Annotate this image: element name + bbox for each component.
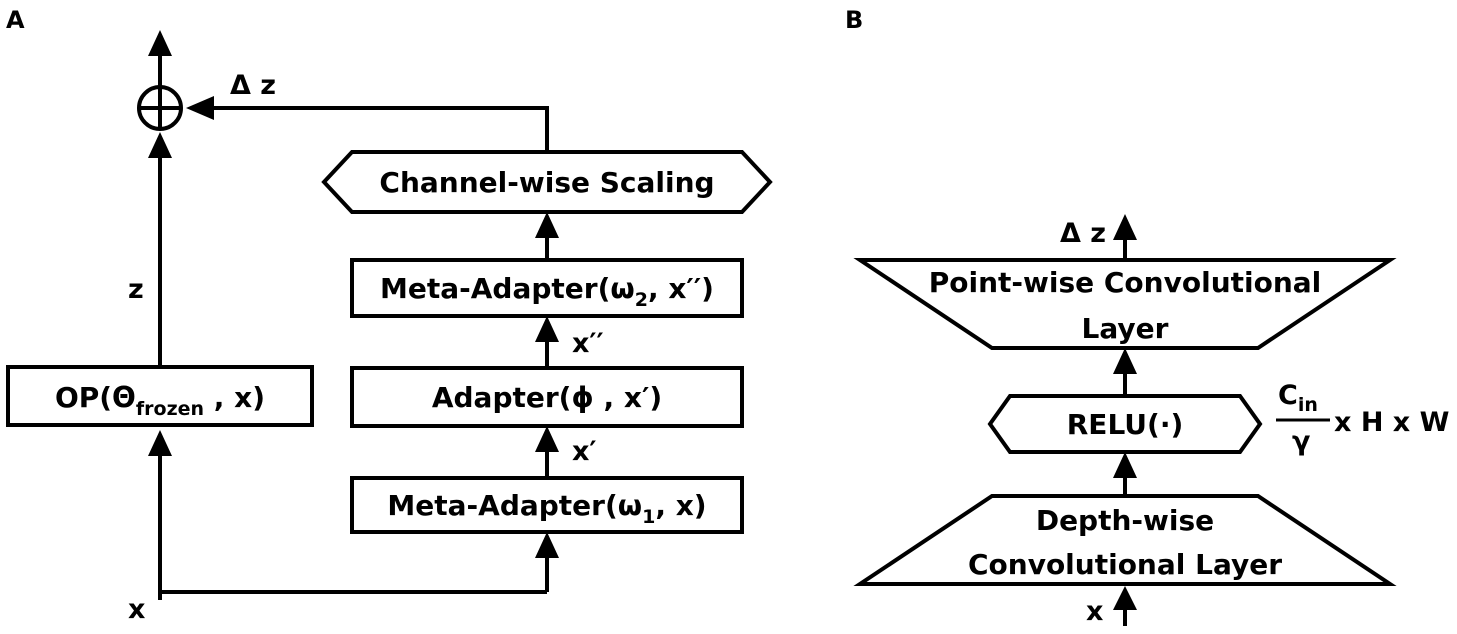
label-delta-z-b: Δ z [1060,218,1106,249]
depthwise-text-line1: Depth-wise [1036,504,1214,537]
channel-scaling-hexagon [321,150,773,214]
meta-adapter-1-text: Meta-Adapter(ω1, x) [387,489,706,528]
panel-b: Depth-wise Convolutional Layer RELU(·) P… [853,214,1449,627]
label-x-prime: x′ [572,436,597,467]
arrowhead-into-depthwise [1113,586,1137,610]
label-x-a: x [128,594,145,625]
arrowhead-output [148,30,172,56]
arrowhead-into-adapter [535,426,559,452]
panel-label-a: A [6,6,25,34]
panel-a: OP(Θfrozen , x) Meta-Adapter(ω1, x) Adap… [6,30,773,625]
label-z: z [128,274,144,305]
adapter-text: Adapter(ϕ , x′) [432,381,662,414]
op-box [6,365,314,427]
pointwise-text-line2: Layer [1082,312,1169,345]
dims-tail: x H x W [1334,407,1449,438]
arrowhead-into-scaling [535,212,559,238]
meta-adapter-2-text: Meta-Adapter(ω2, x′′) [380,272,714,311]
delta-z-route [212,106,549,152]
arrowhead-into-meta-adapter-2 [535,316,559,342]
pointwise-trapezoid [853,258,1397,350]
arrowhead-output-b [1113,214,1137,240]
relu-hexagon [987,394,1263,454]
label-x-double-prime: x′′ [572,328,604,359]
dimension-annotation: Cin γ x H x W [1276,380,1449,457]
depthwise-trapezoid [853,494,1397,586]
meta-adapter-2-box [350,258,744,318]
depthwise-text-line2: Convolutional Layer [968,548,1282,581]
arrowhead-into-sum [148,132,172,158]
arrowhead-into-pointwise [1113,348,1137,374]
panel-label-b: B [845,6,863,34]
label-x-b: x [1086,596,1103,627]
arrowhead-into-sum-from-right [186,96,214,120]
channel-scaling-text: Channel-wise Scaling [379,166,714,199]
meta-adapter-1-box [350,476,744,534]
label-delta-z-a: Δ z [230,70,276,101]
arrowhead-into-meta-adapter-1 [535,532,559,558]
arrowhead-into-op [148,430,172,456]
dims-denominator: γ [1292,426,1310,457]
op-box-text: OP(Θfrozen , x) [55,381,265,420]
pointwise-text-line1: Point-wise Convolutional [929,266,1322,299]
relu-text: RELU(·) [1067,408,1184,441]
arrowhead-into-relu [1113,452,1137,478]
dims-numerator: Cin [1278,380,1318,416]
